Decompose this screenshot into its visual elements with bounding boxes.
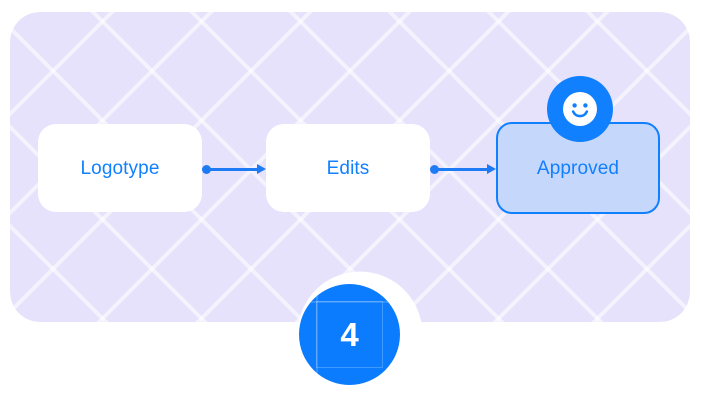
connector-arrowhead-icon (487, 163, 496, 174)
connector-arrowhead-icon (257, 163, 266, 174)
connector-start-dot-icon (202, 165, 211, 174)
connector-line (436, 168, 488, 171)
step-card-label: Logotype (80, 157, 160, 179)
connector-edits-to-approved (430, 163, 496, 175)
connector-logotype-to-edits (202, 163, 266, 175)
step-card-edits[interactable]: Edits (266, 124, 430, 212)
step-card-label: Approved (536, 157, 620, 179)
step-card-logotype[interactable]: Logotype (38, 124, 202, 212)
step-card-label: Edits (326, 157, 370, 179)
connector-start-dot-icon (430, 165, 439, 174)
step-number-badge: 4 (299, 284, 400, 385)
step-number-label: 4 (340, 316, 359, 353)
connector-line (208, 168, 258, 171)
step-card-approved[interactable]: Approved (496, 122, 660, 214)
